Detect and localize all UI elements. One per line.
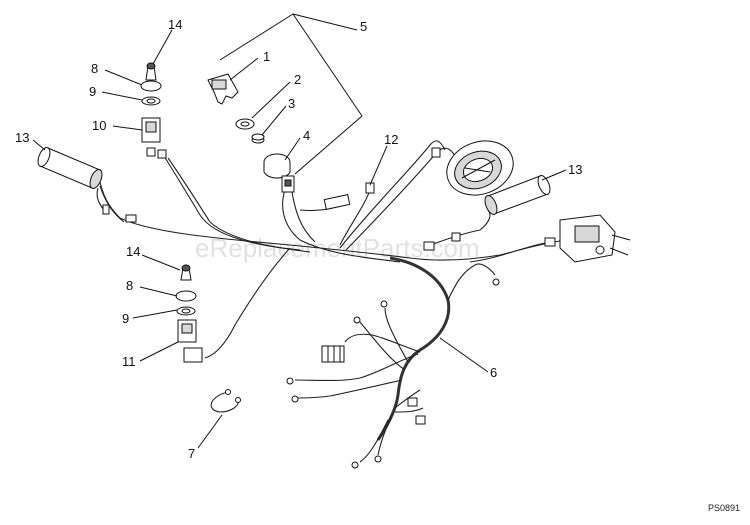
inline-module xyxy=(323,194,351,210)
ring-terminal xyxy=(492,278,500,286)
callout-12: 12 xyxy=(384,132,398,147)
connector xyxy=(125,214,137,223)
connector xyxy=(544,237,556,247)
callout-14-top: 14 xyxy=(168,17,182,32)
callout-4: 4 xyxy=(303,128,310,143)
callout-2: 2 xyxy=(294,72,301,87)
ring-terminal xyxy=(374,455,382,463)
toggle-switch-top xyxy=(140,62,167,159)
callout-9-top: 9 xyxy=(89,84,96,99)
connector xyxy=(407,397,418,407)
callout-labels: 14 8 9 10 13 1 2 3 4 5 12 13 14 8 9 11 7… xyxy=(15,17,582,461)
headlight xyxy=(446,140,514,196)
light-right xyxy=(484,175,551,215)
ring-terminal xyxy=(353,316,361,324)
callout-10: 10 xyxy=(92,118,106,133)
connector xyxy=(102,204,110,215)
callout-1: 1 xyxy=(263,49,270,64)
ring-terminal xyxy=(380,300,388,308)
ring-terminal xyxy=(286,377,294,385)
ignition-switch xyxy=(263,153,295,193)
callout-11: 11 xyxy=(122,354,136,369)
connector-block xyxy=(321,345,345,363)
drawing-code: PS0891 xyxy=(708,503,740,513)
sensor-assembly xyxy=(559,214,631,263)
leader-lines xyxy=(32,13,567,449)
callout-8-top: 8 xyxy=(91,61,98,76)
connector xyxy=(451,232,461,242)
ring-terminal xyxy=(291,395,299,403)
callout-8-bottom: 8 xyxy=(126,278,133,293)
callout-9-bottom: 9 xyxy=(122,311,129,326)
connector xyxy=(415,415,426,425)
ring-terminal xyxy=(351,461,359,469)
connector xyxy=(431,147,441,158)
callout-3: 3 xyxy=(288,96,295,111)
callout-5: 5 xyxy=(360,19,367,34)
callout-14-bottom: 14 xyxy=(126,244,140,259)
key xyxy=(207,73,239,105)
spring xyxy=(251,133,265,144)
connector xyxy=(365,182,375,194)
toggle-switch-bottom xyxy=(175,264,203,363)
callout-6: 6 xyxy=(490,365,497,380)
connector xyxy=(423,241,435,251)
callout-13-left: 13 xyxy=(15,130,29,145)
callout-13-right: 13 xyxy=(568,162,582,177)
jumper-wire xyxy=(210,389,241,413)
callout-7: 7 xyxy=(188,446,195,461)
light-left xyxy=(37,147,103,189)
